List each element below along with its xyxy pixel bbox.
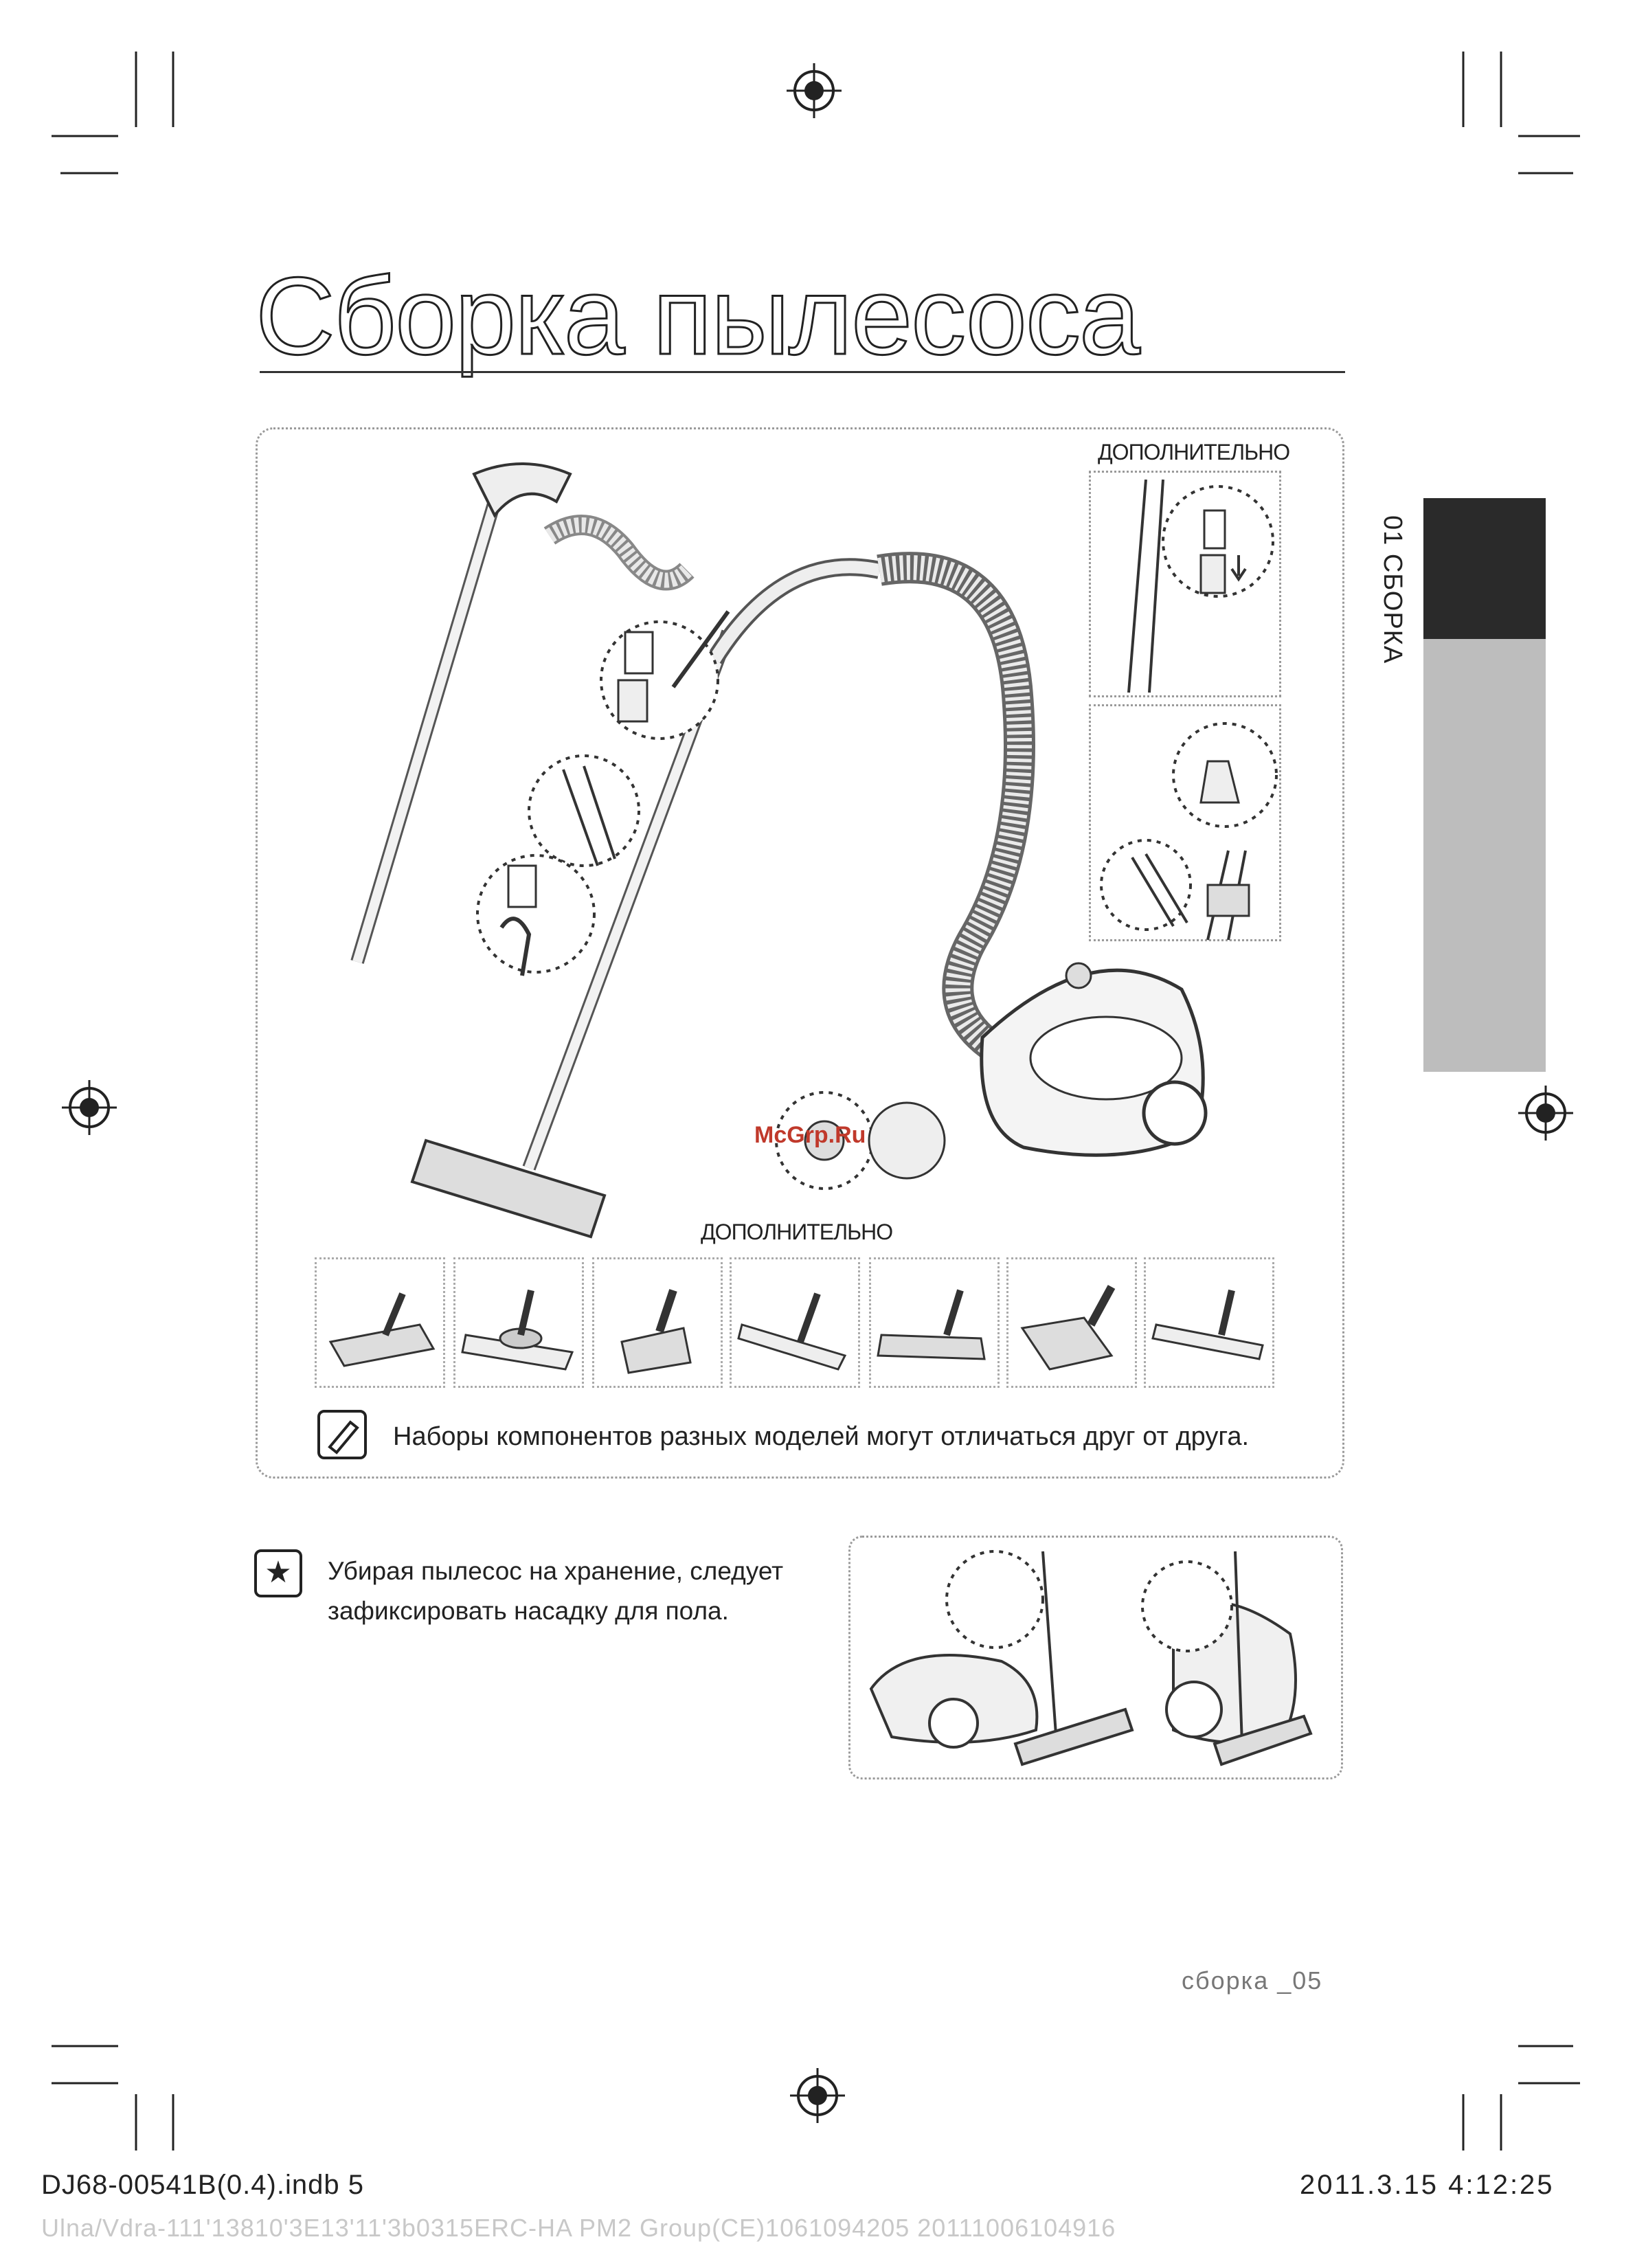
optional-panel-pipe [1089,471,1281,697]
tip-line-1: Убирая пылесос на хранение, следует [328,1557,784,1585]
nozzle-icon [620,1289,692,1374]
registration-mark-top [787,63,842,118]
storage-illustration-box [848,1536,1343,1779]
nozzle-option-1 [315,1257,445,1388]
note-icon [317,1410,367,1459]
nozzle-icon [461,1289,574,1371]
footer-print-info: Ulna/Vdra-111'13810'3E13'11'3b0315ERC-HA… [41,2214,1116,2242]
nozzle-option-2 [453,1257,584,1388]
pipe-connection-illustration [1127,479,1274,693]
storage-illustration [869,1550,1313,1766]
registration-mark-left [62,1080,117,1135]
chapter-tab-label: 01 СБОРКА [1378,515,1407,664]
nozzle-option-3 [592,1257,723,1388]
optional-label-bottom: ДОПОЛНИТЕЛЬНО [701,1220,893,1244]
nozzle-icon [737,1292,847,1371]
optional-label-top: ДОПОЛНИТЕЛЬНО [1098,440,1290,464]
nozzle-icon [877,1289,986,1360]
nozzle-option-6 [1006,1257,1137,1388]
tip-line-2: зафиксировать насадку для пола. [328,1597,729,1625]
vacuum-assembly-illustration [350,462,1208,1239]
watermark: McGrp.Ru [754,1122,866,1148]
page-title: Сборка пылесоса [255,254,1142,377]
handle-lock-illustration [1100,722,1278,941]
registration-mark-bottom [790,2068,845,2123]
title-underline [260,371,1345,373]
footer-timestamp: 2011.3.15 4:12:25 [1300,2170,1555,2200]
chapter-tab-dark [1423,498,1546,639]
note-text: Наборы компонентов разных моделей могут … [393,1422,1250,1451]
nozzle-icon [328,1292,436,1367]
star-icon: ★ [254,1549,302,1597]
optional-panel-handle [1089,704,1281,941]
assembly-illustration-box [256,427,1344,1479]
footer-file-name: DJ68-00541B(0.4).indb 5 [41,2170,364,2200]
nozzle-option-5 [869,1257,1000,1388]
chapter-tab-light [1423,639,1546,1072]
registration-mark-right [1518,1086,1573,1141]
page-number: сборка _05 [1182,1966,1323,1995]
tip-text: Убирая пылесос на хранение, следует зафи… [328,1551,783,1631]
nozzle-icon [1020,1285,1116,1371]
nozzle-option-7 [1144,1257,1274,1388]
nozzle-icon [1151,1289,1264,1360]
nozzle-option-4 [730,1257,860,1388]
